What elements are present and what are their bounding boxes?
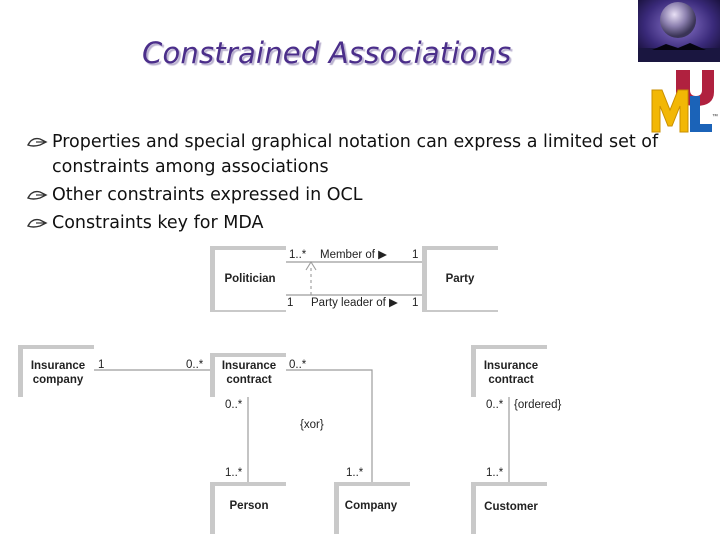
- member-mult-left: 1..*: [289, 249, 307, 261]
- contract-company-line: [286, 369, 373, 482]
- leader-mult-left: 1: [287, 297, 293, 309]
- politician-label: Politician: [224, 273, 275, 285]
- party-leader-label: Party leader of ▶: [311, 297, 399, 309]
- xor-constraint: {xor}: [300, 419, 324, 431]
- bullet-item: Other constraints expressed in OCL: [24, 183, 704, 208]
- company-mult: 1: [98, 359, 104, 371]
- bullet-list: Properties and special graphical notatio…: [24, 130, 704, 239]
- bullet-text: Constraints key for MDA: [52, 213, 264, 233]
- party-label: Party: [446, 273, 475, 285]
- insurance-contract-class: [215, 357, 286, 397]
- party-class: [427, 250, 498, 310]
- tm-mark: ™: [712, 113, 718, 120]
- pen-bullet-icon: [27, 137, 48, 147]
- customer-label: Customer: [484, 501, 538, 513]
- bullet-item: Constraints key for MDA: [24, 211, 704, 236]
- pen-bullet-icon: [27, 218, 48, 228]
- bullet-item: Properties and special graphical notatio…: [24, 130, 704, 180]
- insurance-contract-class-2: [476, 349, 547, 397]
- contract-person-mult-top: 0..*: [225, 399, 243, 411]
- insurance-contract-label-2: contract: [226, 374, 272, 386]
- corner-planet-image: [638, 0, 720, 62]
- member-mult-right: 1: [412, 249, 418, 261]
- contract-mult-right: 0..*: [289, 359, 307, 371]
- contract-person-mult-bottom: 1..*: [225, 467, 243, 479]
- customer-mult-top: 0..*: [486, 399, 504, 411]
- bullet-text: Other constraints expressed in OCL: [52, 185, 363, 205]
- ordered-constraint: {ordered}: [514, 399, 561, 411]
- slide-title: Constrained Associations: [142, 36, 512, 70]
- person-class: [215, 486, 286, 534]
- person-label: Person: [230, 500, 269, 512]
- member-of-label: Member of ▶: [320, 249, 388, 261]
- insurance-company-label-2: company: [33, 374, 84, 386]
- bullet-text: Properties and special graphical notatio…: [52, 132, 659, 177]
- uml-logo: ™: [651, 70, 718, 133]
- contract-mult-left: 0..*: [186, 359, 204, 371]
- pen-bullet-icon: [27, 190, 48, 200]
- company-class: [339, 486, 410, 534]
- insurance-contract2-label-2: contract: [488, 374, 534, 386]
- diagram-politician-party: Politician Party 1..* Member of ▶ 1 1 Pa…: [210, 246, 498, 312]
- politician-class: [215, 250, 286, 310]
- leader-mult-right: 1: [412, 297, 418, 309]
- customer-mult-bottom: 1..*: [486, 467, 504, 479]
- insurance-company-label-1: Insurance: [31, 360, 85, 372]
- diagram-xor-constraint: Insurance company Insurance contract Per…: [18, 345, 410, 534]
- contract-company-mult-bottom: 1..*: [346, 467, 364, 479]
- diagram-ordered-constraint: Insurance contract Customer 0..* {ordere…: [471, 345, 561, 534]
- insurance-contract2-label-1: Insurance: [484, 360, 538, 372]
- insurance-company-class: [23, 349, 94, 397]
- customer-class: [476, 486, 547, 534]
- company-label: Company: [345, 500, 398, 512]
- insurance-contract-label-1: Insurance: [222, 360, 276, 372]
